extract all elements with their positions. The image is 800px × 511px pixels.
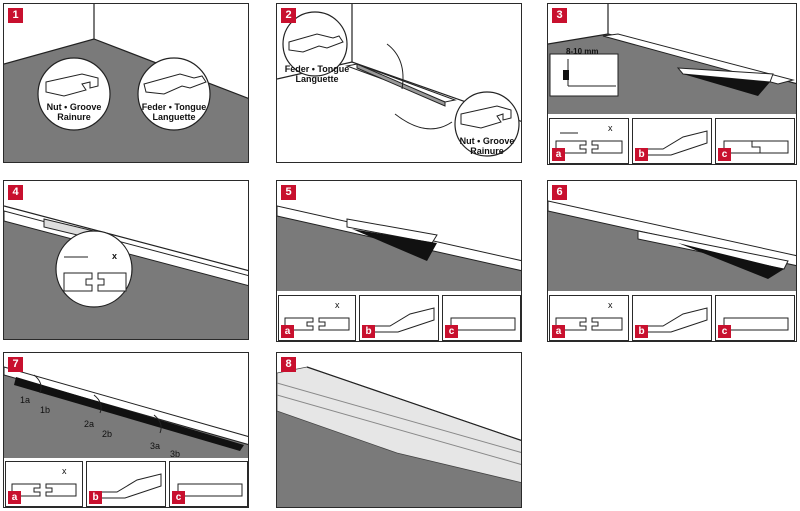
step-number: 7	[8, 357, 23, 372]
detail-b-tag: b	[635, 148, 648, 161]
step-3-illustration	[548, 4, 796, 114]
detail-a-tag: a	[8, 491, 21, 504]
offset-x-label: x	[608, 123, 613, 133]
step-3b-label: 3b	[170, 449, 181, 459]
step-1b-label: 1b	[40, 405, 51, 415]
detail-b-tag: b	[362, 325, 375, 338]
detail-b-tag: b	[635, 325, 648, 338]
step-2b-label: 2b	[102, 429, 113, 439]
detail-b-tag: b	[89, 491, 102, 504]
detail-a-tag: a	[552, 325, 565, 338]
step-5-panel: 5 x a b c	[276, 180, 522, 342]
detail-a-tag: a	[552, 148, 565, 161]
step-number: 5	[281, 185, 296, 200]
step-2a-label: 2a	[84, 419, 95, 429]
detail-a: x a	[549, 295, 629, 341]
detail-c: c	[715, 118, 795, 164]
detail-c: c	[442, 295, 521, 341]
step-4-panel: 4 x	[3, 180, 249, 340]
detail-c-tag: c	[718, 325, 731, 338]
step-5-illustration	[277, 205, 521, 291]
step-6-illustration	[548, 200, 796, 291]
gap-label: 8-10 mm	[566, 47, 599, 56]
step-number: 2	[281, 8, 296, 23]
detail-c-tag: c	[718, 148, 731, 161]
step-7-panel: 7 1a 1b 2a 2b 3a 3b x a b c	[3, 352, 249, 508]
step-8-illustration	[277, 366, 521, 507]
detail-c-tag: c	[172, 491, 185, 504]
detail-a-tag: a	[281, 325, 294, 338]
offset-x-label: x	[112, 251, 118, 261]
detail-c: c	[169, 461, 248, 507]
detail-a: x a	[5, 461, 83, 507]
detail-b: b	[359, 295, 439, 341]
step-6-panel: 6 x a b c	[547, 180, 797, 342]
step-number: 8	[281, 357, 296, 372]
detail-b: b	[86, 461, 166, 507]
step-3-panel: 3 8-10 mm x a b c	[547, 3, 797, 165]
detail-b: b	[632, 118, 712, 164]
detail-a: x a	[549, 118, 629, 164]
step-number: 4	[8, 185, 23, 200]
step-number: 1	[8, 8, 23, 23]
offset-x-label: x	[608, 300, 613, 310]
detail-c-tag: c	[445, 325, 458, 338]
step-3a-label: 3a	[150, 441, 161, 451]
step-2-illustration	[277, 4, 521, 162]
step-8-panel: 8	[276, 352, 522, 508]
detail-a: x a	[278, 295, 356, 341]
step-number: 3	[552, 8, 567, 23]
offset-x-label: x	[62, 466, 67, 476]
detail-b: b	[632, 295, 712, 341]
offset-x-label: x	[335, 300, 340, 310]
step-7-illustration	[4, 366, 248, 458]
step-number: 6	[552, 185, 567, 200]
detail-c: c	[715, 295, 795, 341]
step-4-illustration	[4, 205, 248, 339]
step-1a-label: 1a	[20, 395, 31, 405]
step-1-illustration	[4, 4, 248, 162]
